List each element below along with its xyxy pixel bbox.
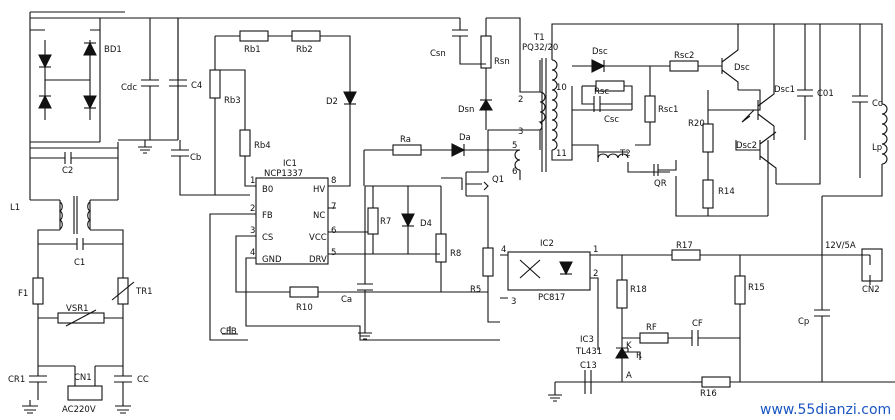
label-r20: R20 <box>688 119 705 129</box>
label-pc817: PC817 <box>538 293 565 303</box>
label-dsc: Dsc <box>592 47 608 57</box>
label-dsc1: Dsc1 <box>774 85 795 95</box>
label-ca: Ca <box>341 295 352 305</box>
ic2-pin-2: 2 <box>593 269 598 279</box>
tl431-pin-r: R <box>636 351 642 361</box>
pin-num-6: 6 <box>331 226 336 236</box>
label-r18: R18 <box>630 285 647 295</box>
label-c1: C1 <box>74 258 85 268</box>
label-bd1: BD1 <box>104 45 122 55</box>
label-cn2: CN2 <box>862 285 880 295</box>
label-r16: R16 <box>700 389 717 399</box>
label-da: Da <box>459 133 471 143</box>
label-rf: RF <box>646 323 657 333</box>
wiring <box>29 11 895 401</box>
tl431-pin-k: K <box>626 341 632 351</box>
ic2-pin-4: 4 <box>501 245 506 255</box>
label-r14: R14 <box>718 187 735 197</box>
pin-num-7: 7 <box>331 202 336 212</box>
pin-fb: FB <box>262 211 273 221</box>
pin-num-8: 8 <box>331 176 336 186</box>
label-lp: Lp <box>872 143 882 153</box>
label-t1: T1 <box>533 33 545 43</box>
pin-num-3: 3 <box>250 226 255 236</box>
label-cb: Cb <box>190 153 201 163</box>
t1-pin-5: 5 <box>512 141 517 151</box>
label-ic3: IC3 <box>580 335 594 345</box>
pin-vcc: VCC <box>309 233 327 243</box>
label-tl431: TL431 <box>575 347 602 357</box>
ground-symbols <box>22 140 861 414</box>
label-vsr1: VSR1 <box>66 304 89 314</box>
pin-num-2: 2 <box>250 204 255 214</box>
label-c2: C2 <box>62 166 73 176</box>
label-q1: Q1 <box>492 175 504 185</box>
label-l1: L1 <box>10 203 20 213</box>
label-co: Co <box>872 99 883 109</box>
label-rb4: Rb4 <box>254 141 271 151</box>
label-pq3220: PQ32/20 <box>522 43 558 53</box>
label-rb2: Rb2 <box>296 45 313 55</box>
label-dsc2: Dsc2 <box>736 141 757 151</box>
label-t2: T2 <box>619 149 631 159</box>
label-d2: D2 <box>326 97 338 107</box>
label-cdc: Cdc <box>121 83 137 93</box>
label-r7: R7 <box>380 217 391 227</box>
ic2-pin-1: 1 <box>593 245 598 255</box>
t1-pin-2: 2 <box>518 95 523 105</box>
label-r17: R17 <box>676 241 693 251</box>
label-d4: D4 <box>420 219 432 229</box>
label-ic1: IC1 <box>283 159 297 169</box>
t1-pin-6: 6 <box>512 167 517 177</box>
pin-num-5: 5 <box>331 248 336 258</box>
label-csn: Csn <box>430 49 446 59</box>
label-cc: CC <box>137 375 149 385</box>
label-qsc: Dsc <box>734 63 750 73</box>
label-ic2: IC2 <box>540 239 554 249</box>
pin-cs: CS <box>262 233 273 243</box>
label-f1: F1 <box>18 289 28 299</box>
label-qr: QR <box>654 179 667 189</box>
label-rb3: Rb3 <box>224 96 241 106</box>
label-cp: Cp <box>798 317 809 327</box>
pin-gnd: GND <box>262 255 282 265</box>
label-dsn: Dsn <box>458 105 474 115</box>
label-ra: Ra <box>400 135 411 145</box>
watermark: www.55dianzi.com <box>760 402 891 418</box>
label-ac220v: AC220V <box>62 405 96 415</box>
pin-drv: DRV <box>309 255 327 265</box>
label-c13: C13 <box>580 361 597 371</box>
label-cfb: CFB <box>220 327 237 337</box>
label-rsn: Rsn <box>494 57 510 67</box>
label-c01: C01 <box>817 89 834 99</box>
label-cf: CF <box>692 319 703 329</box>
t1-pin-3: 3 <box>518 127 523 137</box>
pin-nc: NC <box>313 211 325 221</box>
label-tr1: TR1 <box>135 287 153 297</box>
label-r10: R10 <box>296 303 313 313</box>
component-labels: BD1 Cdc C4 Cb Rb1 Rb2 Rb3 Rb4 D2 C2 L1 C… <box>8 33 883 415</box>
ic2-pin-3: 3 <box>511 297 516 307</box>
label-r15: R15 <box>748 283 765 293</box>
label-rsc1: Rsc1 <box>658 105 678 115</box>
label-cn1: CN1 <box>74 373 92 383</box>
label-rsc2: Rsc2 <box>674 51 694 61</box>
label-r5: R5 <box>470 285 481 295</box>
label-ncp1337: NCP1337 <box>264 169 303 179</box>
label-r8: R8 <box>450 249 461 259</box>
pin-hv: HV <box>313 185 325 195</box>
t1-pin-11: 11 <box>556 149 567 159</box>
tl431-pin-a: A <box>626 371 632 381</box>
label-rsc: Rsc <box>594 87 609 97</box>
label-c4: C4 <box>191 81 202 91</box>
pin-b0: B0 <box>262 185 273 195</box>
label-rb1: Rb1 <box>244 45 261 55</box>
t1-pin-10: 10 <box>556 83 567 93</box>
label-csc: Csc <box>604 115 619 125</box>
label-output: 12V/5A <box>825 241 856 251</box>
label-cr1: CR1 <box>8 375 25 385</box>
pin-num-4: 4 <box>250 248 255 258</box>
pin-num-1: 1 <box>250 176 255 186</box>
